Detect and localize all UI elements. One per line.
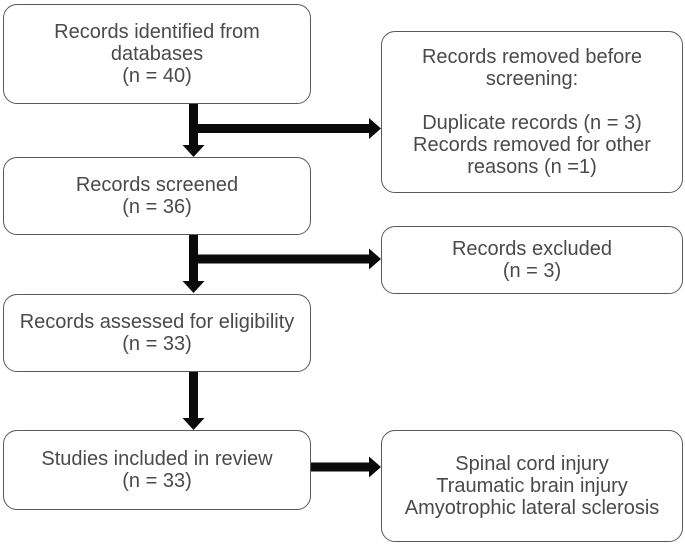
- box-text-line: (n = 33): [122, 333, 192, 355]
- box-text-details: Duplicate records (n = 3) Records remove…: [413, 112, 651, 178]
- arrow-screened-to-excluded: [189, 248, 381, 270]
- box-text-line: Records assessed for eligibility: [19, 311, 295, 333]
- box-text-line: Records screened: [75, 174, 239, 196]
- box-text-heading: Records removed before screening:: [422, 46, 642, 90]
- arrow-screened-to-assessed: [182, 235, 205, 293]
- box-records-excluded: Records excluded (n = 3): [381, 226, 683, 294]
- box-text-line: Records removed before: [421, 46, 643, 68]
- box-records-screened: Records screened (n = 36): [3, 157, 311, 235]
- box-text-line: reasons (n =1): [467, 156, 597, 178]
- arrow-assessed-to-included: [182, 372, 205, 430]
- arrow-identified-to-screened: [182, 103, 205, 157]
- box-text-line: Amyotrophic lateral sclerosis: [404, 497, 660, 519]
- box-text-line: (n = 33): [122, 470, 192, 492]
- arrow-identified-to-removed: [189, 118, 381, 139]
- box-text-line: Studies included in review: [41, 448, 273, 470]
- box-records-removed-before-screening: Records removed before screening: Duplic…: [381, 31, 683, 193]
- box-text-line: Records removed for other: [413, 134, 651, 156]
- box-records-identified: Records identified from databases (n = 4…: [3, 4, 311, 104]
- box-text-line: Records identified from: [54, 21, 260, 43]
- arrow-included-to-conditions: [311, 456, 381, 478]
- box-text-line: databases: [110, 43, 204, 65]
- box-conditions: Spinal cord injury Traumatic brain injur…: [381, 430, 683, 542]
- box-studies-included: Studies included in review (n = 33): [3, 430, 311, 510]
- box-text-line: Duplicate records (n = 3): [422, 112, 642, 134]
- box-records-assessed: Records assessed for eligibility (n = 33…: [3, 294, 311, 372]
- box-text-line: (n = 40): [122, 65, 192, 87]
- box-text-line: (n = 36): [122, 196, 192, 218]
- box-text-line: Spinal cord injury: [455, 453, 609, 475]
- box-text-line: screening:: [485, 68, 579, 90]
- box-text-line: Records excluded: [451, 238, 613, 260]
- box-text-line: (n = 3): [502, 260, 562, 282]
- box-text-line: Traumatic brain injury: [436, 475, 628, 497]
